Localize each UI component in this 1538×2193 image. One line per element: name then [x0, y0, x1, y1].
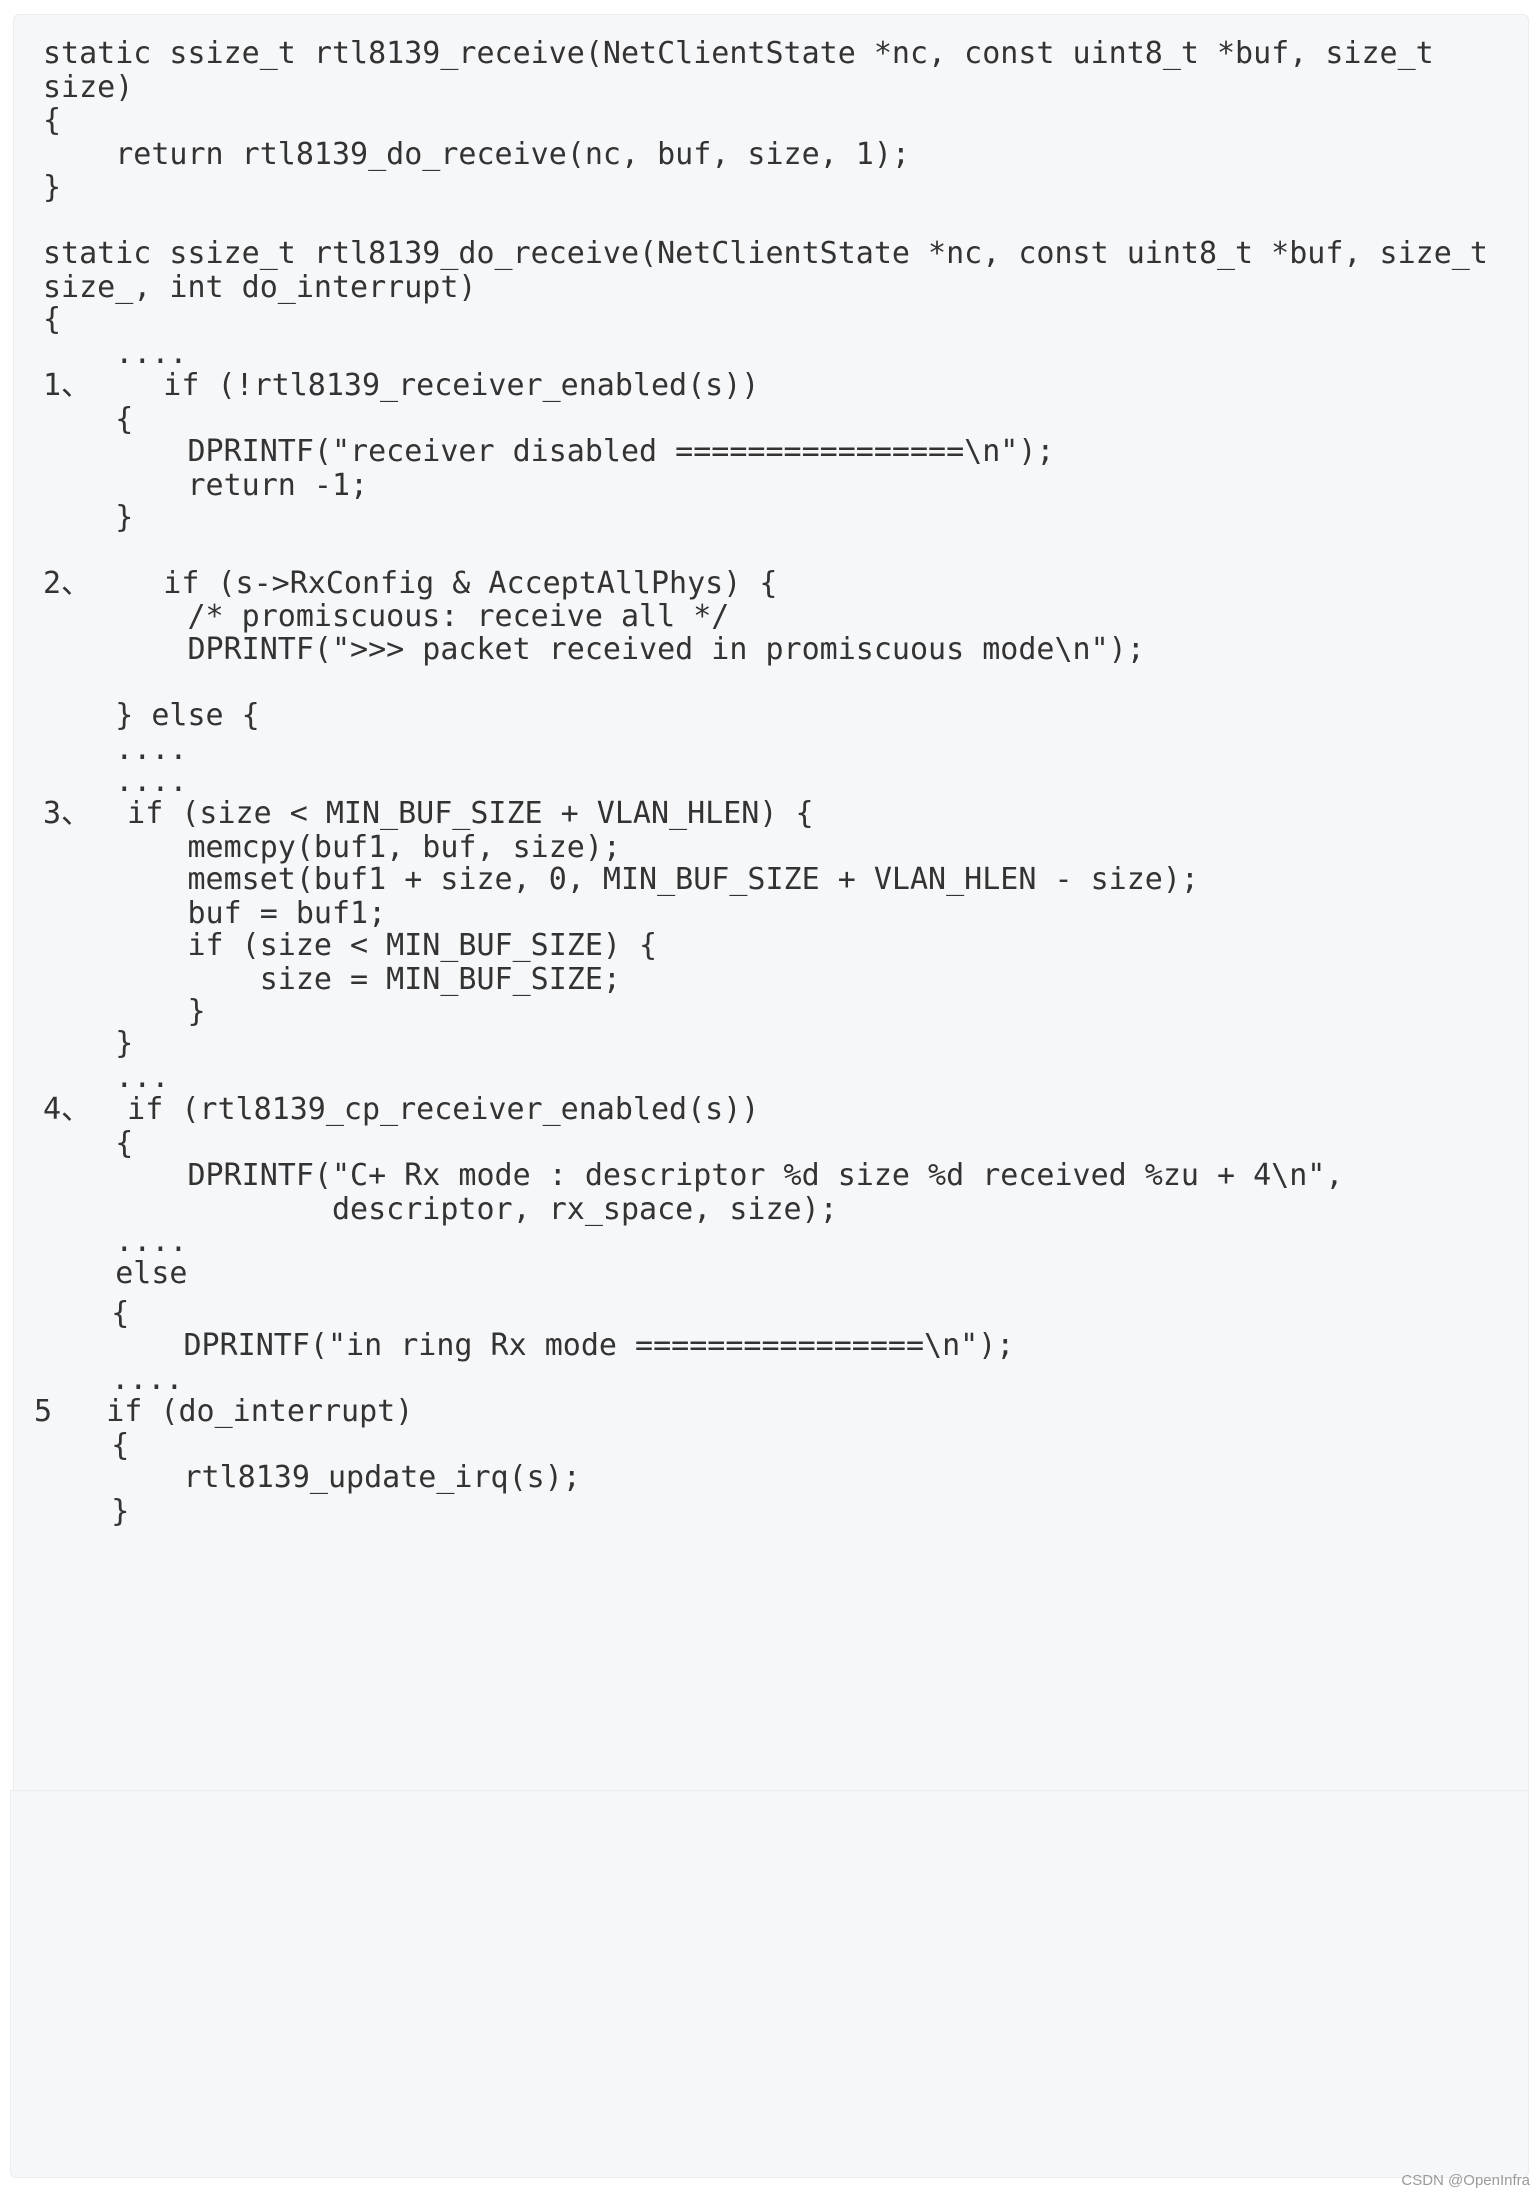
code-line: DPRINTF(">>> packet received in promiscu… [43, 632, 1145, 667]
watermark-text: CSDN @OpenInfra [1401, 2172, 1530, 2189]
code-line: memset(buf1 + size, 0, MIN_BUF_SIZE + VL… [43, 862, 1199, 897]
code-line: } [43, 500, 134, 535]
code-line: memcpy(buf1, buf, size); [43, 830, 621, 865]
code-line: 1、 if (!rtl8139_receiver_enabled(s)) [43, 368, 760, 403]
code-line: return -1; [43, 468, 369, 503]
code-line: static ssize_t rtl8139_receive(NetClient… [43, 36, 1434, 71]
code-line: } else { [43, 698, 260, 733]
code-line: } [43, 1026, 134, 1061]
code-line: { [43, 1126, 134, 1161]
code-block-background [13, 14, 1529, 1790]
code-line: 4、 if (rtl8139_cp_receiver_enabled(s)) [43, 1092, 760, 1127]
code-line: return rtl8139_do_receive(nc, buf, size,… [43, 137, 910, 172]
code-line: buf = buf1; [43, 896, 387, 931]
code-line: } [43, 170, 62, 205]
code-line: 2、 if (s->RxConfig & AcceptAllPhys) { [43, 566, 778, 601]
code-line: rtl8139_update_irq(s); [39, 1460, 581, 1495]
code-line: { [39, 1428, 130, 1463]
code-line: { [43, 302, 62, 337]
code-line: .... [43, 1224, 188, 1259]
code-line: } [39, 1494, 130, 1529]
code-line: { [43, 402, 134, 437]
code-line: { [43, 103, 62, 138]
code-line: .... [43, 764, 188, 799]
code-line: .... [43, 732, 188, 767]
code-block-background-continued [10, 1790, 1529, 2178]
code-line: } [43, 994, 206, 1029]
code-line: { [39, 1296, 130, 1331]
code-line: descriptor, rx_space, size); [43, 1192, 838, 1227]
code-line: 5 if (do_interrupt) [34, 1394, 414, 1429]
code-line: else [43, 1256, 188, 1291]
code-line: size = MIN_BUF_SIZE; [43, 962, 621, 997]
code-line: DPRINTF("in ring Rx mode ===============… [39, 1328, 1015, 1363]
code-line: ... [43, 1060, 170, 1095]
code-line: .... [43, 336, 188, 371]
code-line: size) [43, 70, 134, 105]
code-line: size_, int do_interrupt) [43, 270, 477, 305]
code-line: DPRINTF("receiver disabled =============… [43, 434, 1055, 469]
code-line: static ssize_t rtl8139_do_receive(NetCli… [43, 236, 1488, 271]
code-line: .... [39, 1362, 184, 1397]
code-line: DPRINTF("C+ Rx mode : descriptor %d size… [43, 1158, 1344, 1193]
code-line: 3、 if (size < MIN_BUF_SIZE + VLAN_HLEN) … [43, 796, 814, 831]
code-line: /* promiscuous: receive all */ [43, 599, 730, 634]
code-line: if (size < MIN_BUF_SIZE) { [43, 928, 658, 963]
